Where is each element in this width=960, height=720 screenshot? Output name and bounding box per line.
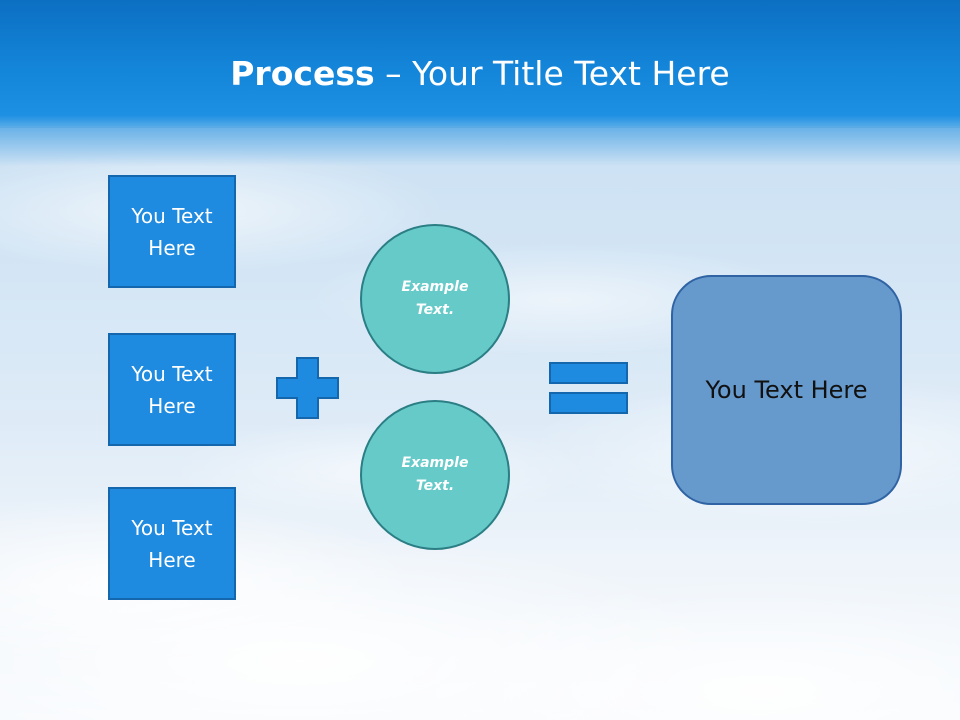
- input-box-1: You Text Here: [108, 175, 236, 288]
- input-box-2: You Text Here: [108, 333, 236, 446]
- plus-icon: [276, 357, 339, 419]
- title-rest: Your Title Text Here: [412, 54, 730, 93]
- result-box: You Text Here: [671, 275, 902, 505]
- example-circle-label: Example Text.: [401, 455, 469, 494]
- equals-icon: [549, 362, 628, 414]
- title-bar: [0, 0, 960, 128]
- example-circle-2: Example Text.: [360, 400, 510, 550]
- input-box-label: You Text Here: [131, 203, 213, 260]
- example-circle-1: Example Text.: [360, 224, 510, 374]
- slide-title: Process – Your Title Text Here: [0, 52, 960, 96]
- title-bar-fade: [0, 126, 960, 166]
- result-box-label: You Text Here: [705, 376, 868, 404]
- example-circle-label: Example Text.: [401, 279, 469, 318]
- title-bold: Process: [230, 54, 375, 93]
- title-separator: –: [374, 54, 413, 93]
- input-box-label: You Text Here: [131, 515, 213, 572]
- input-box-3: You Text Here: [108, 487, 236, 600]
- input-box-label: You Text Here: [131, 361, 213, 418]
